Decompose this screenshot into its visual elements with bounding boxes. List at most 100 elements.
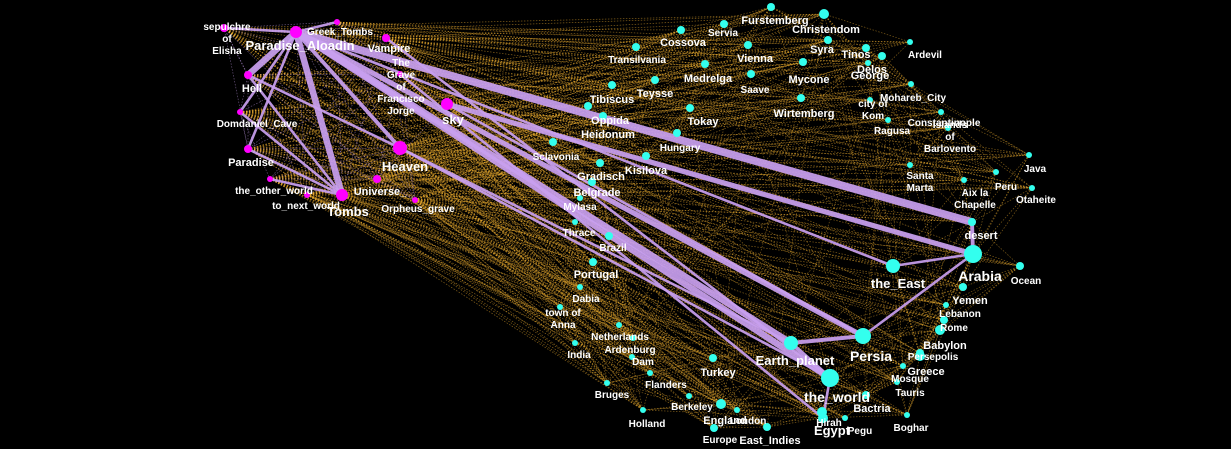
node-india[interactable] (572, 340, 578, 346)
weak-edge (827, 39, 912, 85)
node-paradise[interactable] (244, 145, 252, 153)
node-furstemberg[interactable] (767, 3, 775, 11)
node-bactria[interactable] (862, 391, 870, 399)
node-sky[interactable] (441, 98, 453, 110)
node-sepulchre[interactable] (220, 24, 228, 32)
node-gradisch[interactable] (596, 159, 604, 167)
node-wirtemberg[interactable] (797, 94, 805, 102)
node-mosque[interactable] (900, 363, 906, 369)
node-yemen[interactable] (959, 283, 967, 291)
node-christendom[interactable] (819, 9, 829, 19)
weak-edge (446, 103, 714, 359)
node-kom[interactable] (867, 97, 873, 103)
node-medrelga[interactable] (701, 60, 709, 68)
node-saave[interactable] (747, 70, 755, 78)
node-earth_planet[interactable] (784, 336, 798, 350)
node-netherlands[interactable] (616, 322, 622, 328)
node-tombs[interactable] (336, 189, 348, 201)
node-mycone[interactable] (799, 58, 807, 66)
weak-edge (414, 154, 1030, 201)
node-ragusa[interactable] (885, 117, 891, 123)
node-anna[interactable] (557, 304, 563, 310)
node-universe[interactable] (373, 175, 381, 183)
node-boghar[interactable] (904, 412, 910, 418)
node-constantinople[interactable] (938, 109, 944, 115)
node-tokay[interactable] (686, 104, 694, 112)
node-oppida[interactable] (584, 102, 592, 110)
node-sclavonia[interactable] (549, 138, 557, 146)
node-persia[interactable] (855, 328, 871, 344)
node-flanders[interactable] (647, 370, 653, 376)
node-east_indies[interactable] (763, 423, 771, 431)
node-europe[interactable] (710, 424, 718, 432)
node-transilvania[interactable] (632, 43, 640, 51)
node-the_east[interactable] (886, 259, 900, 273)
node-berkeley[interactable] (686, 393, 692, 399)
node-next_world[interactable] (304, 192, 310, 198)
weak-edge (399, 147, 634, 339)
node-ardevil[interactable] (907, 39, 913, 45)
node-hungary[interactable] (673, 129, 681, 137)
node-islands[interactable] (945, 125, 951, 131)
node-desert[interactable] (968, 218, 976, 226)
node-orpheus[interactable] (412, 197, 418, 203)
weak-edge (869, 99, 889, 121)
node-ocean[interactable] (1016, 262, 1024, 270)
label-line: Elisha (212, 46, 242, 57)
node-tibiscus[interactable] (608, 81, 616, 89)
node-greek_tombs[interactable] (334, 19, 340, 25)
node-turkey[interactable] (709, 354, 717, 362)
node-java[interactable] (1026, 152, 1032, 158)
weak-edge (239, 23, 725, 113)
node-heaven[interactable] (393, 141, 407, 155)
node-portugal[interactable] (589, 258, 597, 266)
weak-edge (295, 31, 634, 339)
node-kisilova[interactable] (642, 152, 650, 160)
node-rome[interactable] (940, 316, 948, 324)
node-paradise_aloadin[interactable] (290, 26, 302, 38)
node-grave_fj[interactable] (397, 71, 403, 77)
label-belgrade: Belgrade (573, 187, 620, 199)
node-syra[interactable] (824, 36, 832, 44)
node-thrace[interactable] (572, 219, 578, 225)
node-vampire[interactable] (382, 34, 390, 42)
node-mohareb[interactable] (908, 81, 914, 87)
weak-edge (821, 394, 867, 413)
node-heidonum[interactable] (599, 112, 607, 120)
node-ardenburg[interactable] (630, 335, 636, 341)
node-peru[interactable] (993, 169, 999, 175)
node-holland[interactable] (640, 407, 646, 413)
node-dam[interactable] (629, 354, 635, 360)
node-pegu[interactable] (842, 415, 848, 421)
node-tauris[interactable] (894, 379, 900, 385)
node-otaheite[interactable] (1029, 185, 1035, 191)
node-arabia[interactable] (964, 245, 982, 263)
node-mylasa[interactable] (577, 195, 583, 201)
node-england[interactable] (716, 399, 726, 409)
node-hell[interactable] (244, 71, 252, 79)
weak-edge (909, 164, 965, 181)
node-other_world[interactable] (267, 176, 273, 182)
weak-edge (306, 37, 387, 196)
node-aix[interactable] (961, 177, 967, 183)
node-delos[interactable] (878, 52, 886, 60)
node-cossova[interactable] (677, 26, 685, 34)
node-egypt[interactable] (818, 413, 828, 423)
node-brazil[interactable] (605, 232, 613, 240)
node-domdaniel[interactable] (237, 109, 243, 115)
node-santa_marta[interactable] (907, 162, 913, 168)
node-belgrade[interactable] (588, 178, 596, 186)
node-vienna[interactable] (744, 41, 752, 49)
weak-edge (909, 154, 1030, 166)
node-the_world[interactable] (821, 369, 839, 387)
node-bruges[interactable] (604, 380, 610, 386)
node-london[interactable] (734, 407, 740, 413)
node-dabia[interactable] (577, 284, 583, 290)
node-teysse[interactable] (651, 76, 659, 84)
node-greece[interactable] (915, 351, 925, 361)
node-george[interactable] (865, 60, 871, 66)
node-babylon[interactable] (935, 325, 945, 335)
node-lebanon[interactable] (943, 302, 949, 308)
node-tinos[interactable] (862, 44, 870, 52)
node-servia[interactable] (720, 20, 728, 28)
